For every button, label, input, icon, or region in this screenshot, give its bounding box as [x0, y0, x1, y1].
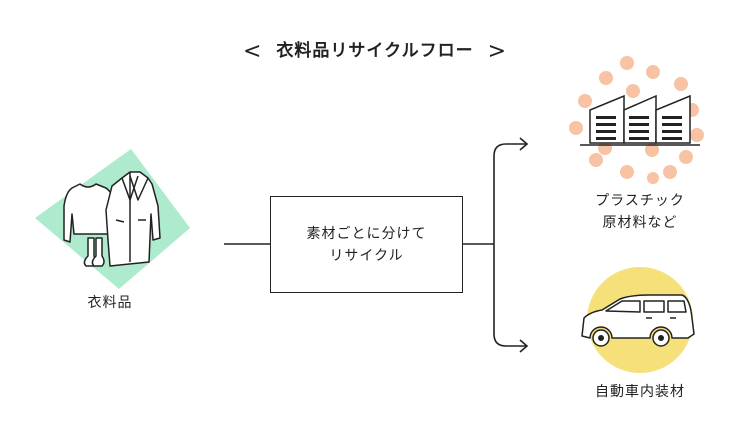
plastic-label-line-2: 原材料など	[602, 215, 678, 231]
process-label-line-1: 素材ごとに分けて	[306, 225, 427, 242]
chevron-left-icon[interactable]: <	[242, 39, 263, 64]
branch-lower-connector	[493, 244, 526, 347]
plastic-label-line-1: プラスチック	[595, 193, 685, 209]
flow-connectors	[224, 137, 529, 353]
chevron-right-icon[interactable]: >	[487, 39, 508, 64]
factory-building-1	[589, 94, 625, 144]
car-label: 自動車内装材	[595, 384, 685, 400]
factory-windows	[596, 116, 682, 140]
page-title: < 衣料品リサイクルフロー >	[0, 36, 750, 64]
car-icon	[581, 267, 695, 373]
process-label-line-2: リサイクル	[329, 247, 404, 264]
factory-building-3	[655, 94, 691, 144]
plastic-label: プラスチック 原材料など	[570, 190, 710, 234]
coat-shape	[105, 171, 161, 267]
factory-icon	[569, 56, 704, 184]
arrowhead-lower-icon	[519, 339, 529, 353]
factory-dots	[569, 56, 704, 184]
arrowhead-upper-icon	[519, 137, 529, 151]
source-label: 衣料品	[87, 295, 133, 311]
branch-upper-connector	[493, 143, 526, 244]
clothing-icon	[35, 149, 190, 289]
process-box: 素材ごとに分けて リサイクル	[270, 196, 463, 293]
title-text: 衣料品リサイクルフロー	[276, 41, 474, 61]
sock-right	[91, 237, 105, 267]
car-windows	[605, 300, 687, 313]
car-body	[581, 294, 695, 339]
factory-building-2	[623, 94, 657, 144]
